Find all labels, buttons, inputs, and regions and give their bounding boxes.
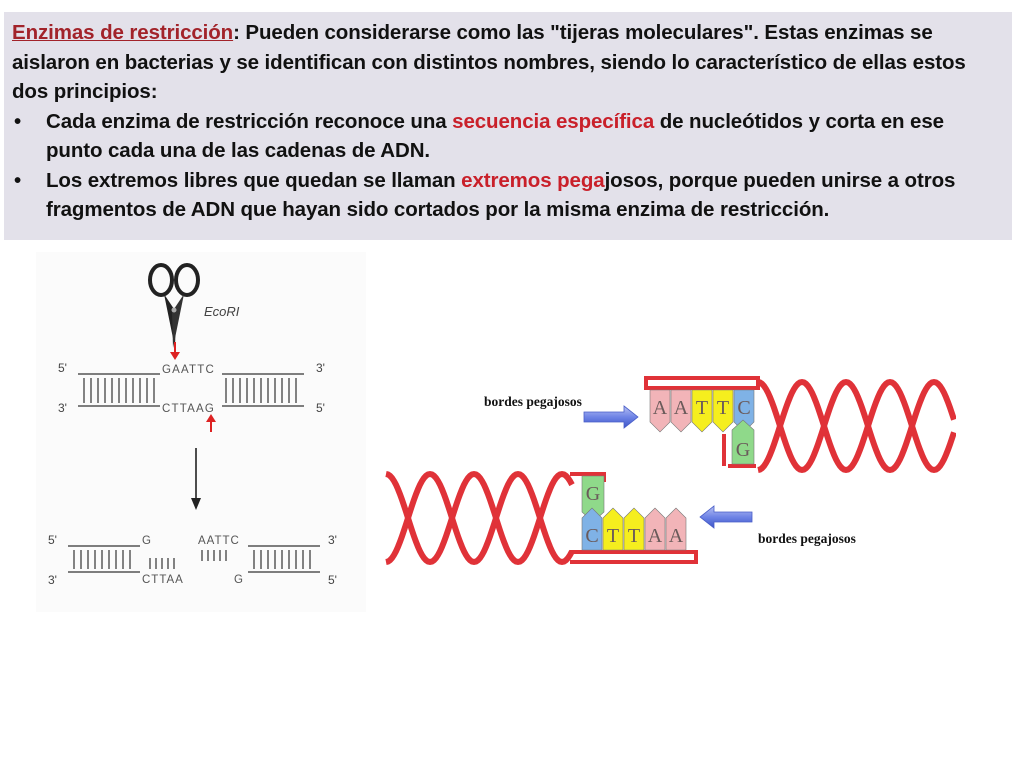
paragraph: Enzimas de restricción: Pueden considera… xyxy=(12,18,1004,225)
nucleotide-a xyxy=(670,389,692,433)
label-5prime: 5' xyxy=(48,533,57,547)
nucleotide-letter: A xyxy=(674,397,689,419)
label-5prime: 5' xyxy=(316,401,325,415)
nucleotide-t xyxy=(623,507,645,551)
nucleotide-a xyxy=(644,507,666,551)
nucleotide-letter: T xyxy=(628,525,640,547)
cut-right-top: AATTC xyxy=(198,535,240,547)
down-arrow-icon xyxy=(191,498,201,510)
intro-text: : Pueden considerarse como las "tijeras … xyxy=(12,21,966,103)
bullet1-after: de nucleótidos y corta en ese punto cada… xyxy=(46,109,944,163)
arrow-right-icon xyxy=(583,405,639,429)
nucleotide-letter: T xyxy=(607,525,619,547)
ecori-cut-diagram: EcoRI 5' 3' 3' 5' GAATTC CTTAAG 5' 3' 3'… xyxy=(36,252,366,612)
bullet1-before: Cada enzima de restricción reconoce una xyxy=(46,109,453,133)
helix-strand xyxy=(757,378,956,474)
scissors-icon xyxy=(148,263,200,348)
nucleotide-letter: T xyxy=(717,397,729,419)
helix-strand xyxy=(385,470,575,566)
nucleotide-a xyxy=(649,389,671,433)
nucleotide-letter: A xyxy=(648,525,663,547)
cut-right-bottom: G xyxy=(234,574,243,586)
label-3prime: 3' xyxy=(48,573,57,587)
helix-strand xyxy=(385,470,575,566)
cut-left-top: G xyxy=(142,535,151,547)
title-term: Enzimas de restricción xyxy=(12,21,234,44)
bottom-sequence: CTTAAG xyxy=(162,403,215,415)
arrow-left-icon xyxy=(699,505,753,529)
nucleotide-t xyxy=(691,389,713,433)
nucleotide-letter: A xyxy=(653,397,668,419)
text-panel: Enzimas de restricción: Pueden considera… xyxy=(4,12,1012,240)
nucleotide-letter: C xyxy=(585,525,598,547)
upper-dna-helix xyxy=(757,378,956,474)
bullet2-highlight: extremos pega xyxy=(461,168,605,192)
sticky-label-top: bordes pegajosos xyxy=(484,394,582,409)
bullet2-before: Los extremos libres que quedan se llaman xyxy=(46,168,462,192)
bullet2-after: josos, porque pueden unirse a otros frag… xyxy=(46,168,956,222)
cut-left-bottom: CTTAA xyxy=(142,574,184,586)
nucleotide-a xyxy=(665,507,687,551)
nucleotide-letter: G xyxy=(736,439,750,461)
cut-arrow-bottom-icon xyxy=(206,414,216,422)
helix-strand xyxy=(757,378,956,474)
label-3prime: 3' xyxy=(58,401,67,415)
nucleotide-g xyxy=(731,419,755,465)
bullet-marker: • xyxy=(14,168,22,192)
intro-paragraph: Enzimas de restricción: Pueden considera… xyxy=(12,18,1004,107)
label-5prime: 5' xyxy=(328,573,337,587)
enzyme-label: EcoRI xyxy=(204,304,240,319)
bullet-item-2: • Los extremos libres que quedan se llama… xyxy=(12,166,1004,225)
nucleotide-letter: C xyxy=(737,397,750,419)
nucleotide-c xyxy=(581,507,603,551)
label-3prime: 3' xyxy=(328,533,337,547)
nucleotide-letter: A xyxy=(669,525,684,547)
sticky-label-bottom: bordes pegajosos xyxy=(758,531,856,546)
nucleotide-t xyxy=(602,507,624,551)
intact-dna: 5' 3' 3' 5' GAATTC CTTAAG xyxy=(58,361,325,415)
bullet-item-1: • Cada enzima de restricción reconoce una… xyxy=(12,107,1004,166)
bullet-marker: • xyxy=(14,109,22,133)
cut-dna: 5' 3' 3' 5' G CTTAA AATTC G xyxy=(48,533,337,587)
label-5prime: 5' xyxy=(58,361,67,375)
label-3prime: 3' xyxy=(316,361,325,375)
nucleotide-letter: T xyxy=(696,397,708,419)
top-sequence: GAATTC xyxy=(162,364,215,376)
cut-arrow-top-icon xyxy=(170,352,180,360)
bullet1-highlight: secuencia específica xyxy=(452,109,655,133)
nucleotide-t xyxy=(712,389,734,433)
nucleotide-letter: G xyxy=(586,483,600,505)
lower-dna-helix xyxy=(385,470,575,566)
